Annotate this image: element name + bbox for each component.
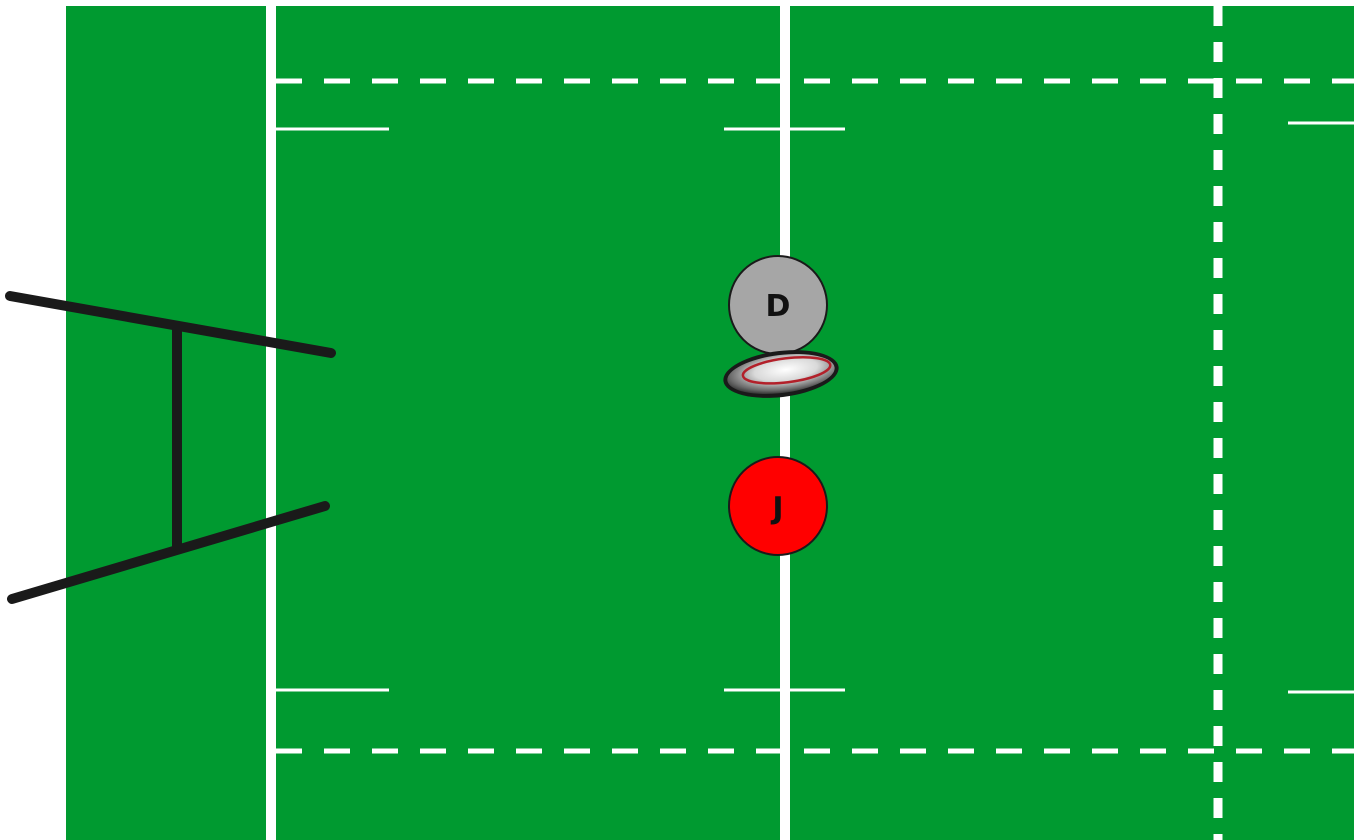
rugby-ball-icon[interactable] xyxy=(721,344,842,404)
goalpost-upright-top xyxy=(5,291,336,358)
player-defender-token[interactable]: D xyxy=(728,255,828,355)
pitch-grass xyxy=(66,6,1354,840)
rugby-goalposts xyxy=(5,291,336,604)
player-attacker-token[interactable]: J xyxy=(728,456,828,556)
twenty-two-line xyxy=(780,6,790,840)
goalpost-upright-bottom xyxy=(7,501,330,604)
player-attacker-label: J xyxy=(770,491,783,526)
player-defender-label: D xyxy=(766,289,791,324)
player-attacker-circle[interactable] xyxy=(728,456,828,556)
fifteen-metre-marks xyxy=(276,121,1354,694)
try-line xyxy=(266,6,276,840)
